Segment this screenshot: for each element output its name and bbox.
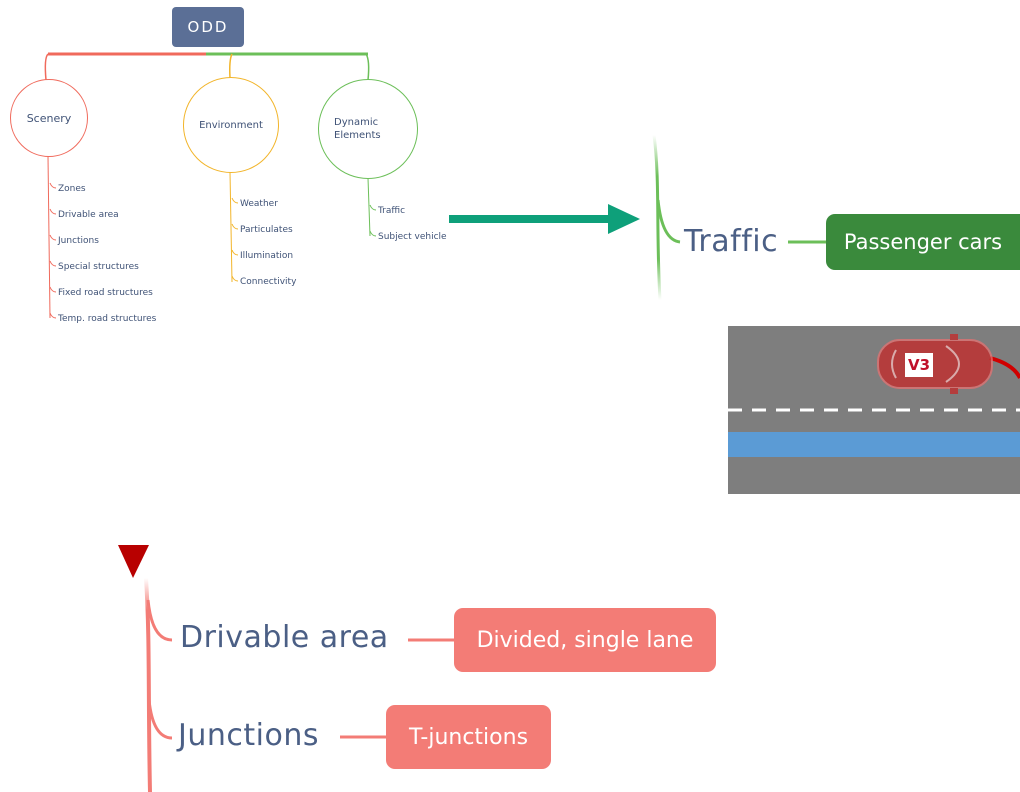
environment-item-illumination: Illumination xyxy=(240,251,294,261)
passenger-cars-tag: Passenger cars xyxy=(826,214,1020,270)
drivable-area-detail-label: Drivable area xyxy=(180,620,389,655)
dynamic-elements-label: Dynamic Elements xyxy=(334,117,381,141)
junctions-detail-label: Junctions xyxy=(178,718,319,753)
dynamic-elements-node: Dynamic Elements xyxy=(318,79,418,179)
road-scene xyxy=(728,326,1020,494)
odd-root-label: ODD xyxy=(187,18,229,36)
t-junctions-tag: T-junctions xyxy=(386,705,551,769)
t-junctions-text: T-junctions xyxy=(408,724,529,750)
drop-dynamic xyxy=(365,53,370,81)
traffic-branch xyxy=(656,199,681,244)
vehicle-label-v3: V3 xyxy=(905,353,933,377)
red-arrowhead xyxy=(118,545,149,578)
car-v3-body xyxy=(877,334,993,394)
scenery-item-junctions: Junctions xyxy=(58,236,99,246)
environment-item-particulates: Particulates xyxy=(240,225,293,235)
scenery-item-drivable-area: Drivable area xyxy=(58,210,119,220)
road-graphic xyxy=(728,334,1020,457)
passenger-cars-text: Passenger cars xyxy=(843,230,1003,254)
drop-scenery xyxy=(44,53,49,81)
vehicle-label-text: V3 xyxy=(907,356,931,374)
drop-environment xyxy=(229,53,233,79)
divided-single-lane-text: Divided, single lane xyxy=(476,627,694,653)
environment-item-connectivity: Connectivity xyxy=(240,277,297,287)
scenery-spine xyxy=(47,155,51,319)
divided-single-lane-tag: Divided, single lane xyxy=(454,608,716,672)
environment-item-weather: Weather xyxy=(240,199,278,209)
scenery-item-temp-road-structures: Temp. road structures xyxy=(58,314,157,324)
scenery-node: Scenery xyxy=(10,79,88,157)
environment-label: Environment xyxy=(199,119,263,131)
vehicle-trajectory xyxy=(989,356,1020,379)
odd-root-node: ODD xyxy=(172,7,244,47)
environment-node: Environment xyxy=(183,77,279,173)
dynamic-item-traffic: Traffic xyxy=(378,206,406,216)
traffic-detail-label: Traffic xyxy=(684,224,779,259)
scenery-label: Scenery xyxy=(26,111,72,125)
blue-lane xyxy=(728,432,1020,457)
dynamic-spine xyxy=(367,177,371,237)
traffic-spine xyxy=(652,134,662,301)
scenery-item-zones: Zones xyxy=(58,184,86,194)
dynamic-item-subject-vehicle: Subject vehicle xyxy=(378,232,447,242)
scenery-item-special-structures: Special structures xyxy=(58,262,139,272)
green-arrowhead xyxy=(608,204,640,234)
scenery-item-fixed-road-structures: Fixed road structures xyxy=(58,288,153,298)
environment-spine xyxy=(229,171,233,283)
